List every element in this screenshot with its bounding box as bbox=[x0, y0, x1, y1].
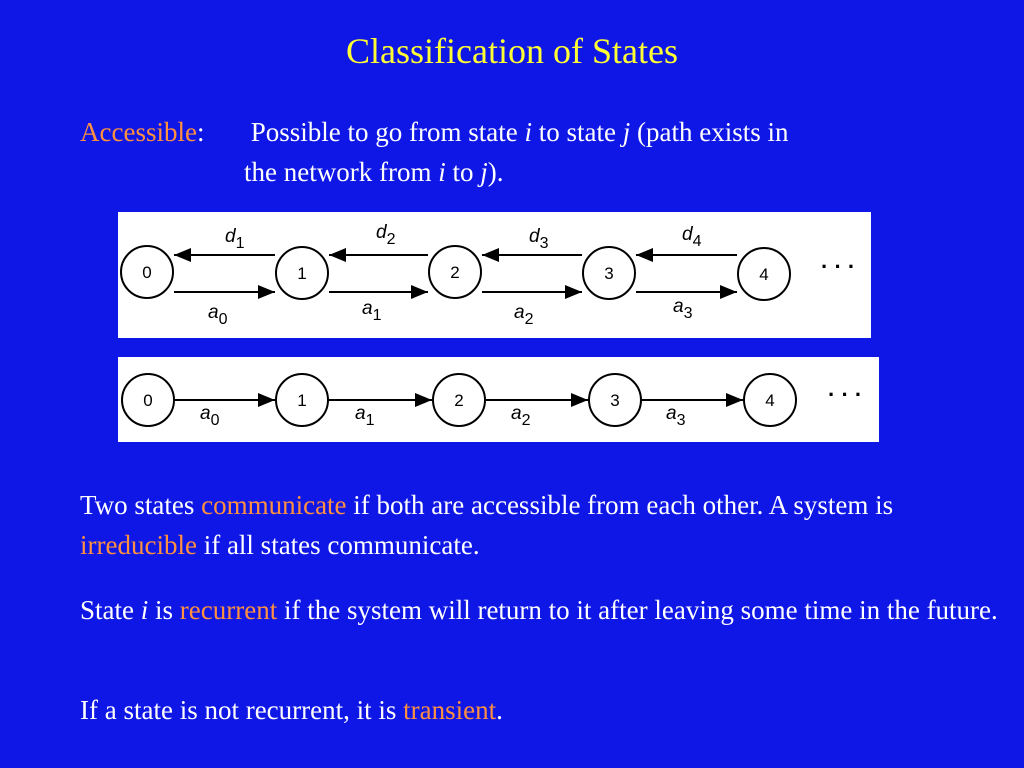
transient-paragraph: If a state is not recurrent, it is trans… bbox=[80, 695, 503, 725]
state-2-label: 2 bbox=[450, 263, 459, 282]
death-label-3: d3 bbox=[529, 226, 549, 252]
ellipsis: · · · bbox=[828, 382, 862, 407]
term-recurrent: recurrent bbox=[179, 595, 278, 625]
term-irreducible: irreducible bbox=[80, 530, 197, 560]
death-arrow-1-head bbox=[174, 248, 191, 262]
arrow-label-0: a0 bbox=[200, 403, 220, 429]
pure-birth-diagram: a0 a1 a2 a3 0 1 2 3 4 · · · bbox=[118, 357, 879, 442]
death-arrow-3-head bbox=[482, 248, 499, 262]
death-arrow-2-head bbox=[329, 248, 346, 262]
state-1-label: 1 bbox=[297, 391, 306, 410]
birth-label-0: a0 bbox=[208, 302, 228, 328]
state-3-label: 3 bbox=[610, 391, 619, 410]
birth-label-1: a1 bbox=[362, 298, 382, 324]
arrow-label-1: a1 bbox=[355, 403, 375, 429]
term-accessible: Accessible bbox=[80, 117, 197, 147]
state-0-label: 0 bbox=[142, 263, 151, 282]
arrow-1-head bbox=[415, 393, 432, 407]
arrow-2-head bbox=[571, 393, 588, 407]
birth-arrow-0-head bbox=[258, 285, 275, 299]
accessible-line-1: Accessible: Possible to go from state i … bbox=[80, 117, 789, 147]
birth-arrow-3-head bbox=[720, 285, 737, 299]
state-0-label: 0 bbox=[143, 391, 152, 410]
arrow-3-head bbox=[726, 393, 743, 407]
state-2-circle bbox=[428, 245, 482, 299]
arrow-label-3: a3 bbox=[666, 403, 686, 429]
birth-death-diagram: d1 d2 d3 d4 a0 a1 a2 a3 0 1 2 3 4 · · · bbox=[118, 212, 871, 338]
arrow-0-head bbox=[258, 393, 275, 407]
state-3-circle bbox=[582, 246, 636, 300]
death-label-4: d4 bbox=[682, 224, 702, 250]
birth-arrow-1-head bbox=[411, 285, 428, 299]
arrow-label-2: a2 bbox=[511, 403, 531, 429]
state-2-label: 2 bbox=[454, 391, 463, 410]
ellipsis: · · · bbox=[821, 254, 855, 279]
accessible-line-2: the network from i to j). bbox=[244, 157, 504, 187]
state-0-circle bbox=[121, 373, 175, 427]
death-label-1: d1 bbox=[225, 226, 245, 252]
state-4-circle bbox=[743, 373, 797, 427]
birth-label-2: a2 bbox=[514, 302, 534, 328]
death-arrow-4-head bbox=[636, 248, 653, 262]
state-1-circle bbox=[275, 373, 329, 427]
state-4-label: 4 bbox=[759, 265, 768, 284]
birth-label-3: a3 bbox=[673, 296, 693, 322]
accessible-definition: Accessible: Possible to go from state i … bbox=[80, 112, 980, 192]
state-4-circle bbox=[737, 247, 791, 301]
state-0-circle bbox=[120, 245, 174, 299]
term-transient: transient bbox=[403, 695, 497, 725]
state-1-circle bbox=[275, 246, 329, 300]
state-1-label: 1 bbox=[297, 264, 306, 283]
state-2-circle bbox=[432, 373, 486, 427]
pure-birth-svg: a0 a1 a2 a3 0 1 2 3 4 · · · bbox=[121, 373, 862, 429]
state-3-label: 3 bbox=[604, 264, 613, 283]
birth-arrow-2-head bbox=[565, 285, 582, 299]
state-4-label: 4 bbox=[765, 391, 774, 410]
slide-title: Classification of States bbox=[346, 31, 678, 71]
recurrent-paragraph: State i is recurrent if the system will … bbox=[80, 595, 998, 625]
term-communicate: communicate bbox=[201, 490, 347, 520]
communicate-paragraph: Two states communicate if both are acces… bbox=[80, 490, 894, 560]
death-label-2: d2 bbox=[376, 222, 396, 248]
birth-death-svg: d1 d2 d3 d4 a0 a1 a2 a3 0 1 2 3 4 · · · bbox=[120, 222, 855, 328]
state-3-circle bbox=[588, 373, 642, 427]
